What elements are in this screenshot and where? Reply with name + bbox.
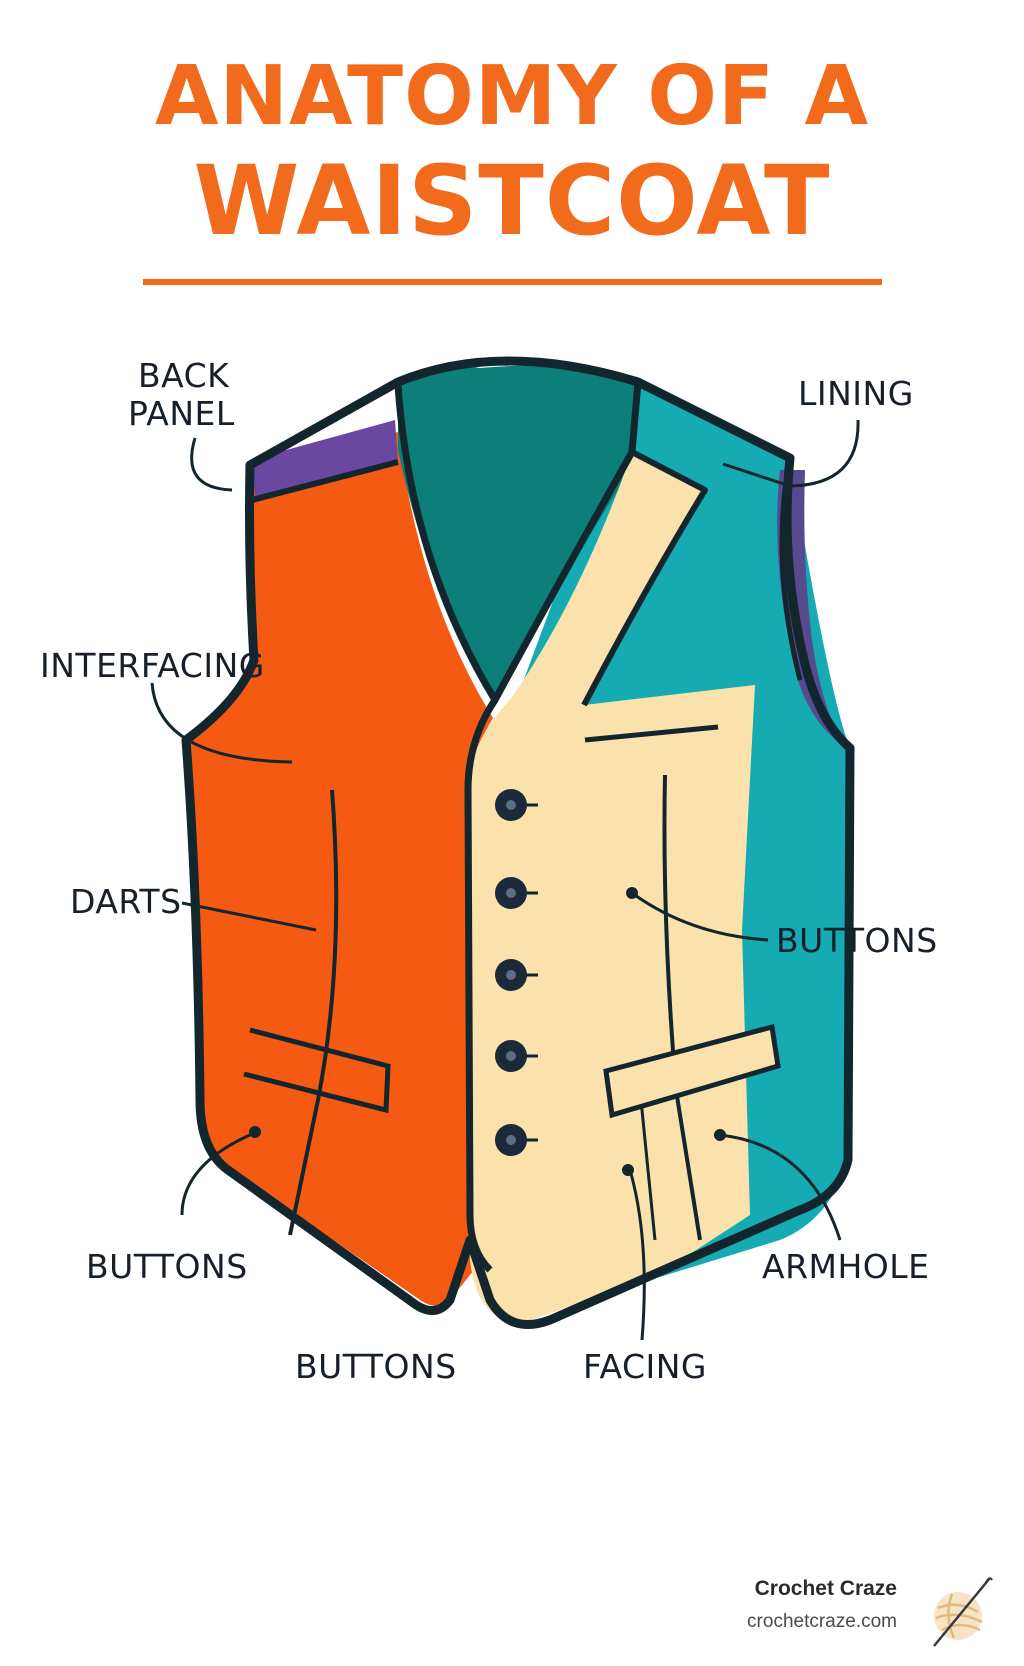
title-line-1: ANATOMY OF A bbox=[154, 49, 870, 144]
leader-lining bbox=[722, 419, 860, 488]
yarn-ball-icon bbox=[933, 1577, 993, 1647]
label-darts: DARTS bbox=[70, 882, 182, 921]
left-shoulder-band bbox=[250, 420, 398, 500]
leader-dot bbox=[626, 887, 638, 899]
right-pocket-flap bbox=[603, 1023, 781, 1119]
left-shoulder-seam bbox=[251, 459, 399, 503]
back-panel bbox=[398, 365, 635, 700]
right-armhole-band bbox=[777, 470, 842, 745]
label-buttons-right: BUTTONS bbox=[776, 921, 938, 960]
leader-dot bbox=[622, 1164, 634, 1176]
leader-armhole bbox=[719, 1133, 842, 1241]
button-icon bbox=[495, 959, 538, 991]
label-back-panel-line1: BACK bbox=[138, 356, 230, 395]
leader-interfacing bbox=[150, 682, 293, 764]
leader-buttons-right bbox=[631, 891, 769, 942]
facing-panel bbox=[468, 452, 755, 1322]
brand-url: crochetcraze.com bbox=[747, 1611, 897, 1632]
button-icon bbox=[495, 1124, 538, 1156]
label-facing: FACING bbox=[583, 1347, 707, 1386]
waistcoat-outline bbox=[181, 356, 855, 1329]
left-dart bbox=[288, 789, 339, 1236]
title-line-2: WAISTCOAT bbox=[193, 145, 831, 257]
center-front-edge bbox=[464, 698, 498, 1273]
leader-darts bbox=[181, 901, 317, 932]
button-icon bbox=[495, 789, 538, 821]
leader-back-panel bbox=[190, 437, 233, 492]
left-pocket-flap bbox=[243, 1027, 391, 1114]
leader-buttons-left bbox=[180, 1132, 253, 1216]
title-underline bbox=[143, 279, 882, 285]
label-interfacing: INTERFACING bbox=[40, 646, 265, 685]
button-icon bbox=[495, 877, 538, 909]
label-buttons-bottom: BUTTONS bbox=[295, 1347, 457, 1386]
lapel-edge bbox=[581, 449, 708, 707]
leader-dot bbox=[249, 1126, 261, 1138]
button-icon bbox=[495, 1040, 538, 1072]
brand-name: Crochet Craze bbox=[754, 1577, 897, 1600]
leader-dots bbox=[249, 887, 726, 1176]
chest-welt-pocket bbox=[584, 724, 719, 743]
leader-lines bbox=[150, 419, 860, 1341]
neckline bbox=[394, 381, 642, 704]
left-front-panel bbox=[186, 432, 493, 1306]
label-armhole: ARMHOLE bbox=[762, 1247, 930, 1286]
right-dart-2 bbox=[638, 1089, 657, 1241]
leader-buttons-bottom bbox=[628, 1169, 646, 1341]
leader-dot bbox=[714, 1129, 726, 1141]
label-lining: LINING bbox=[798, 374, 914, 413]
label-back-panel-line2: PANEL bbox=[128, 394, 235, 433]
label-buttons-left: BUTTONS bbox=[86, 1247, 248, 1286]
